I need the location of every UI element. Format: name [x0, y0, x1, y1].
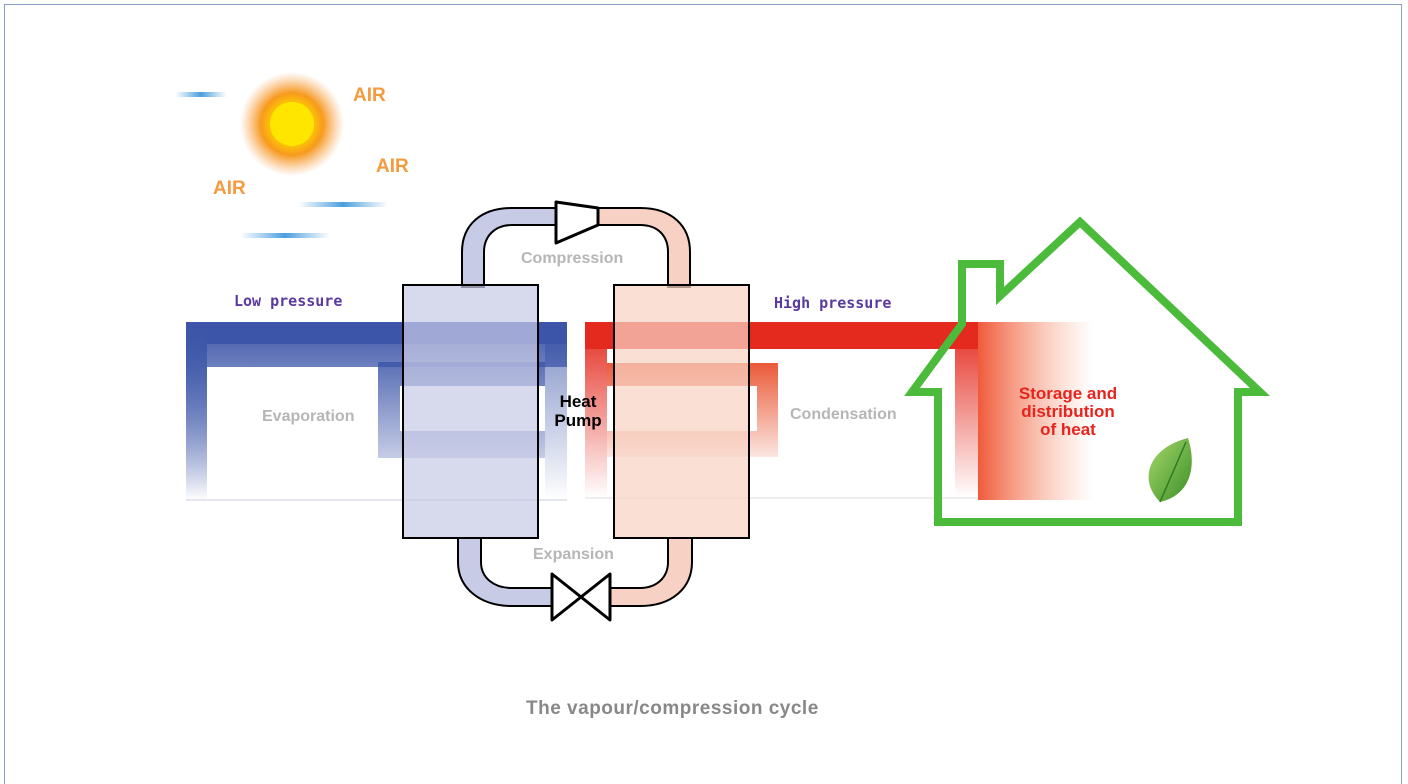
sun-icon: [240, 72, 344, 176]
heat-pump-label-line: Pump: [554, 411, 602, 430]
leaf-icon: [1148, 438, 1192, 503]
air-label: AIR: [376, 156, 409, 177]
condenser-exchanger: [613, 284, 750, 539]
low-pressure-label: Low pressure: [234, 292, 343, 310]
condensation-label: Condensation: [790, 406, 897, 423]
storage-label-line: Storage and: [1018, 384, 1118, 403]
heat-pump-label-line: Heat: [559, 392, 597, 411]
air-label: AIR: [353, 85, 386, 106]
figure-caption: The vapour/compression cycle: [526, 698, 819, 719]
storage-label: Storage and distribution of heat: [998, 385, 1138, 439]
expansion-label: Expansion: [533, 546, 614, 563]
air-label: AIR: [213, 178, 246, 199]
expansion-valve-icon: [550, 572, 612, 622]
storage-heat-area: [978, 322, 1093, 500]
compressor-icon: [554, 200, 600, 245]
heat-pump-label: Heat Pump: [546, 392, 610, 430]
wind-lines: [175, 92, 388, 238]
figure-frame: [4, 4, 1402, 784]
evaporator-exchanger: [402, 284, 539, 539]
storage-label-line: distribution: [1021, 402, 1115, 421]
house-icon: [904, 216, 1271, 526]
storage-label-line: of heat: [1040, 420, 1096, 439]
compression-label: Compression: [521, 250, 624, 267]
evaporation-label: Evaporation: [262, 408, 355, 425]
high-pressure-label: High pressure: [774, 294, 892, 312]
